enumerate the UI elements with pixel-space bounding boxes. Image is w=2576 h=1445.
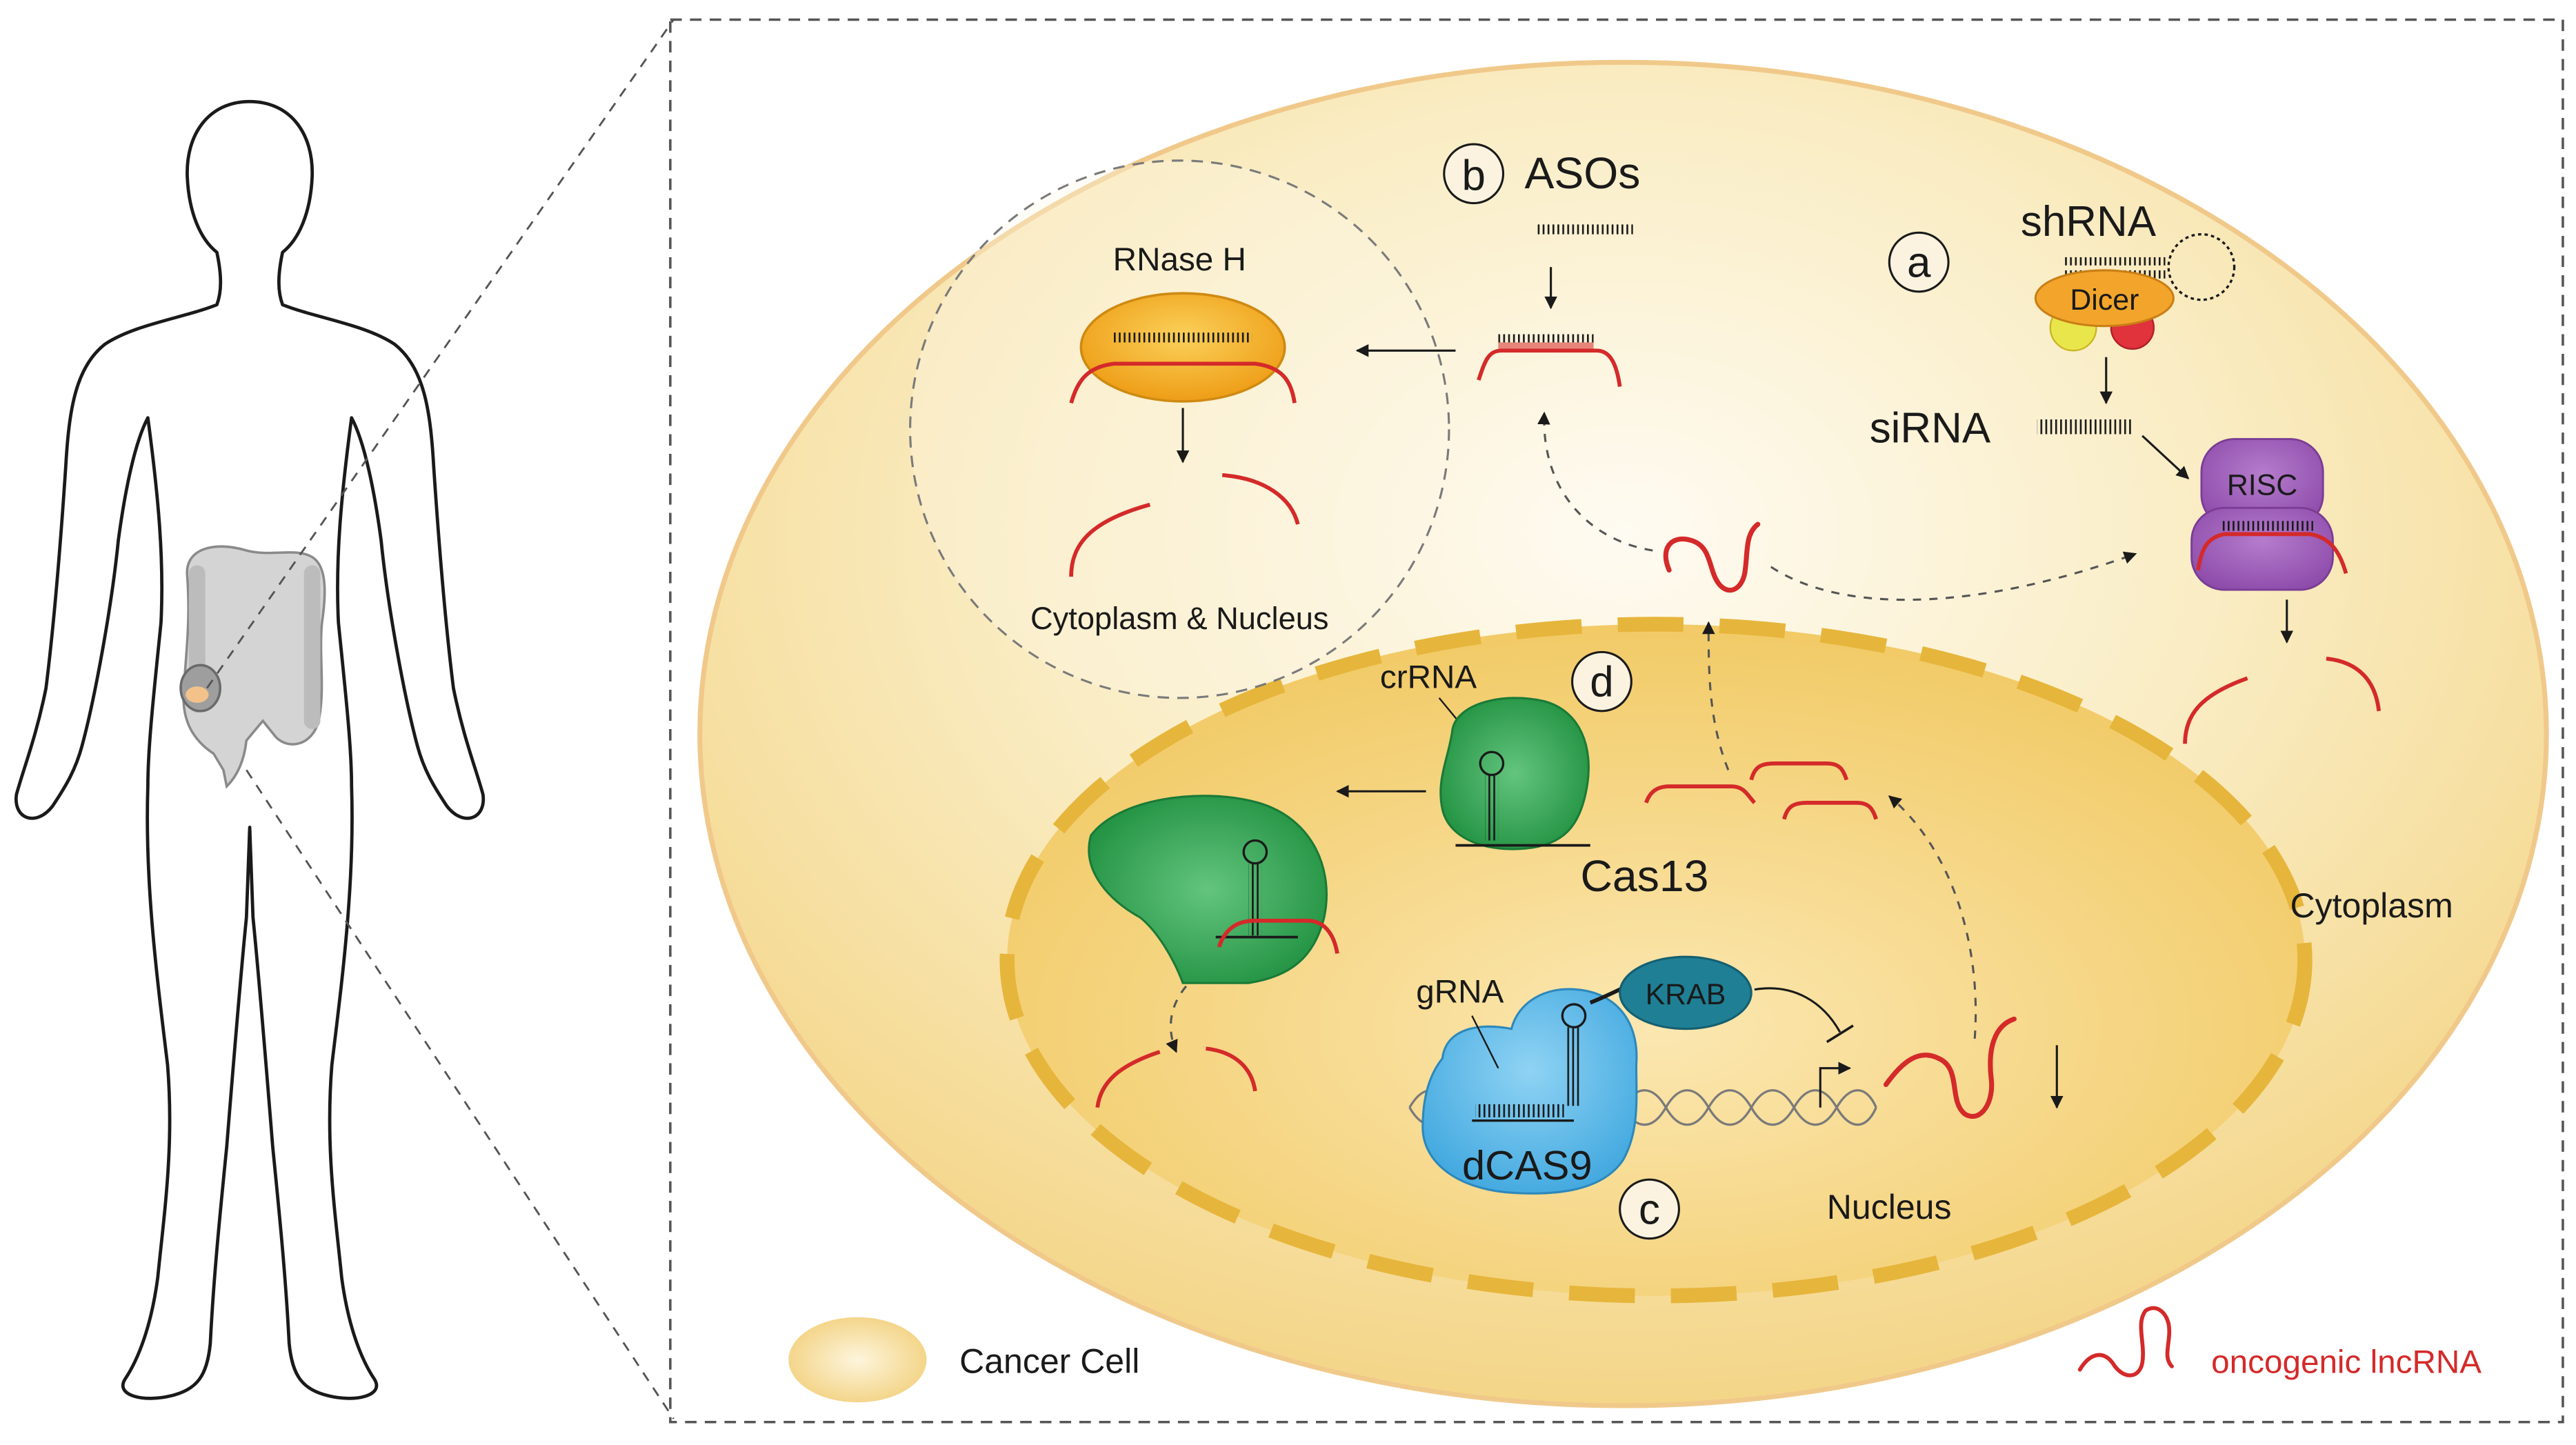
dcas9-enzyme [1421, 988, 1638, 1195]
cytoplasm-nucleus-label: Cytoplasm & Nucleus [1030, 601, 1329, 636]
zoom-guide-lines [206, 19, 675, 1419]
svg-text:b: b [1461, 152, 1485, 200]
marker-a: a [1888, 231, 1950, 293]
svg-text:a: a [1907, 239, 1931, 287]
cleaved-lncrna-fragments-cas13 [1095, 1046, 1257, 1108]
asos-label: ASOs [1525, 148, 1641, 198]
nuclear-lncrna-transcript [1883, 1016, 2017, 1119]
dcas9-label: dCAS9 [1462, 1142, 1592, 1188]
cytoplasmic-lncrna [1663, 521, 1761, 593]
svg-text:RISC: RISC [2227, 468, 2297, 501]
sirna-label: siRNA [1870, 404, 1991, 452]
crrna-label: crRNA [1380, 659, 1477, 696]
marker-b: b [1443, 143, 1505, 205]
dcas9-grna-hairpin [1472, 1003, 1587, 1122]
rnase-h-bound-lncrna [1069, 361, 1297, 404]
cas13-label: Cas13 [1580, 851, 1708, 901]
human-body-figure [14, 99, 486, 1400]
rnase-h-enzyme [1079, 292, 1286, 403]
legend-lncrna-swatch [2077, 1306, 2174, 1377]
marker-d: d [1571, 650, 1633, 712]
cytoplasm-label: Cytoplasm [2290, 886, 2453, 925]
cleaved-lncrna-fragments-aso [1069, 472, 1300, 577]
svg-text:Dicer: Dicer [2070, 283, 2139, 317]
cas13-crrna-hairpin [1455, 750, 1590, 847]
legend-cancer-cell-label: Cancer Cell [959, 1342, 1139, 1381]
svg-text:d: d [1590, 659, 1613, 706]
dicer-enzyme: Dicer [2034, 269, 2175, 352]
cas13-bound-hairpin [1215, 839, 1339, 954]
colon-illustration [179, 545, 326, 789]
aso-compartment-circle [909, 159, 1450, 699]
krab-domain: KRAB [1619, 955, 1753, 1030]
legend-lncrna-label: oncogenic lncRNA [2211, 1344, 2482, 1381]
cleaved-lncrna-fragments-risc [2183, 657, 2381, 744]
risc-complex: RISC [2190, 438, 2348, 591]
svg-text:KRAB: KRAB [1646, 978, 1726, 1011]
marker-c: c [1619, 1178, 1680, 1240]
nuclear-lncrnas [1644, 761, 1878, 820]
svg-text:c: c [1639, 1186, 1660, 1233]
legend-cancer-cell-swatch [788, 1317, 927, 1403]
cas13-enzyme [1439, 697, 1590, 850]
aso-strand [1537, 224, 1633, 235]
rnase-h-label: RNase H [1113, 241, 1246, 278]
nucleus-label: Nucleus [1827, 1188, 1952, 1226]
shrna-label: shRNA [2021, 198, 2157, 246]
aso-lncrna-duplex [1477, 334, 1622, 387]
sirna-strand [2037, 419, 2133, 435]
grna-label: gRNA [1416, 974, 1504, 1010]
dashed-trafficking-arrows [1537, 411, 2137, 1039]
